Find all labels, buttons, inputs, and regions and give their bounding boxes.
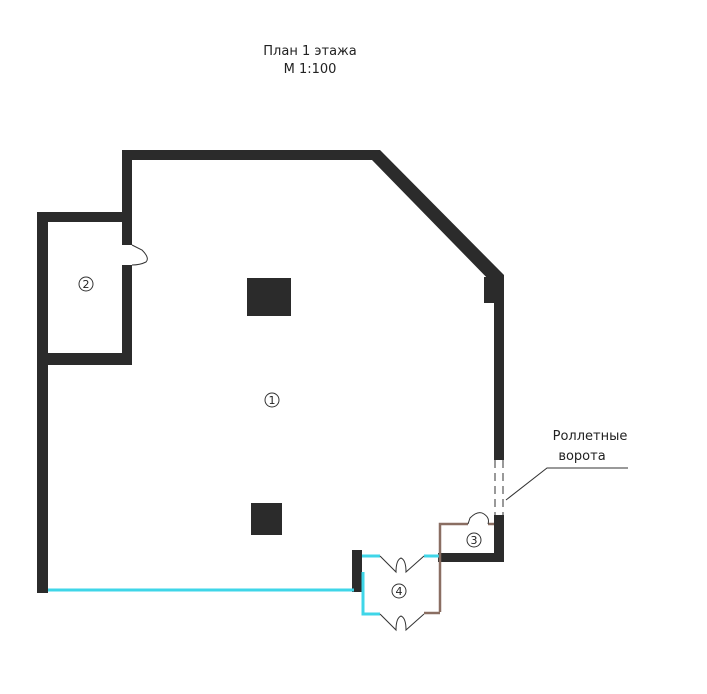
annotation-line1: Роллетные (553, 429, 628, 444)
plan-scale: М 1:100 (283, 62, 337, 77)
wall-left (37, 212, 48, 593)
svg-text:2: 2 (83, 278, 90, 291)
wall-inner-upper (122, 150, 132, 245)
leader-line (505, 467, 628, 501)
plan-title: План 1 этажа (263, 44, 357, 59)
wall-diagonal (372, 150, 504, 285)
door-room3-icon (467, 512, 489, 525)
annotation-line2: ворота (558, 449, 605, 464)
room-label-1: 1 (264, 392, 280, 408)
door-room2-icon (131, 244, 148, 266)
glazing (48, 554, 440, 616)
room-label-3: 3 (466, 532, 482, 548)
roller-gate (494, 460, 504, 515)
wall-right-lower (494, 515, 504, 562)
room-label-4: 4 (391, 583, 407, 599)
room-label-2: 2 (78, 276, 94, 292)
wall-room2-top (37, 212, 132, 222)
walls (37, 150, 504, 593)
wall-right (494, 277, 504, 460)
wall-room2-bottom (37, 353, 132, 365)
column (251, 503, 282, 535)
svg-text:1: 1 (269, 394, 276, 407)
svg-text:3: 3 (471, 534, 478, 547)
wall-room3-bottom (438, 553, 504, 562)
double-door-icon (379, 555, 425, 632)
wall-top (122, 150, 377, 160)
column (247, 278, 291, 316)
partitions (424, 522, 494, 615)
svg-text:4: 4 (396, 585, 403, 598)
wall-entrance-pier (352, 550, 362, 592)
wall-inner-lower (122, 265, 132, 365)
